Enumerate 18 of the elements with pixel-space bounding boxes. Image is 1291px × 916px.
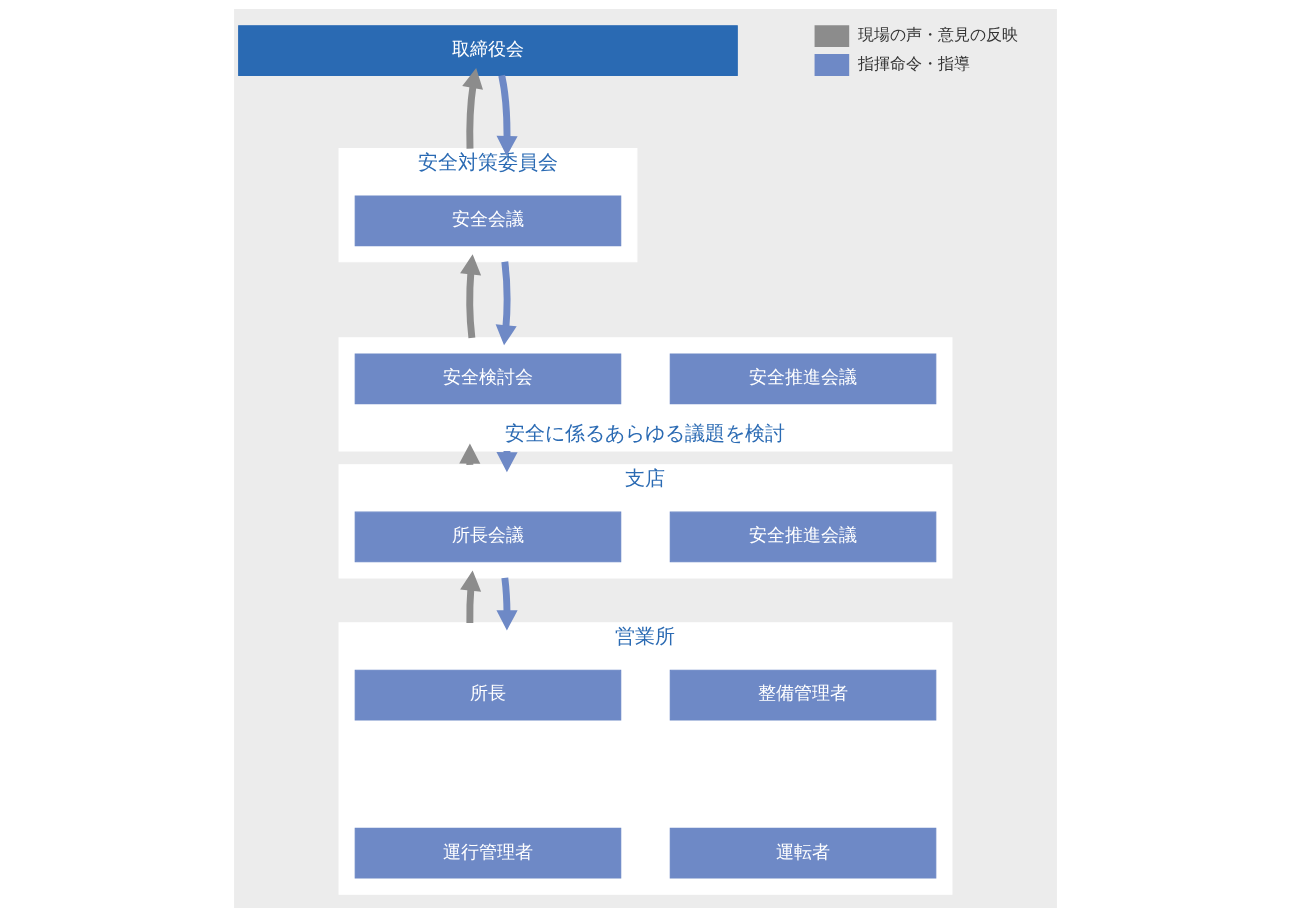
legend-label: 指揮命令・指導	[858, 53, 971, 73]
node-box: 安全推進会議	[669, 353, 937, 404]
legend-label: 現場の声・意見の反映	[858, 24, 1019, 44]
arrow	[460, 570, 482, 623]
node-box: 整備管理者	[669, 669, 937, 720]
node-box: 所長会議	[354, 511, 622, 562]
node-box: 安全検討会	[354, 353, 622, 404]
arrow	[496, 577, 518, 630]
node-box: 所長	[354, 669, 622, 720]
arrow	[462, 67, 483, 149]
arrow	[495, 260, 517, 345]
node-box: 取締役会	[238, 24, 738, 76]
node-box: 運転者	[669, 827, 937, 879]
node-box: 安全推進会議	[669, 511, 937, 562]
node-box: 安全会議	[354, 194, 622, 246]
arrow	[496, 74, 518, 156]
arrow	[460, 253, 482, 338]
node-box: 運行管理者	[354, 827, 622, 879]
